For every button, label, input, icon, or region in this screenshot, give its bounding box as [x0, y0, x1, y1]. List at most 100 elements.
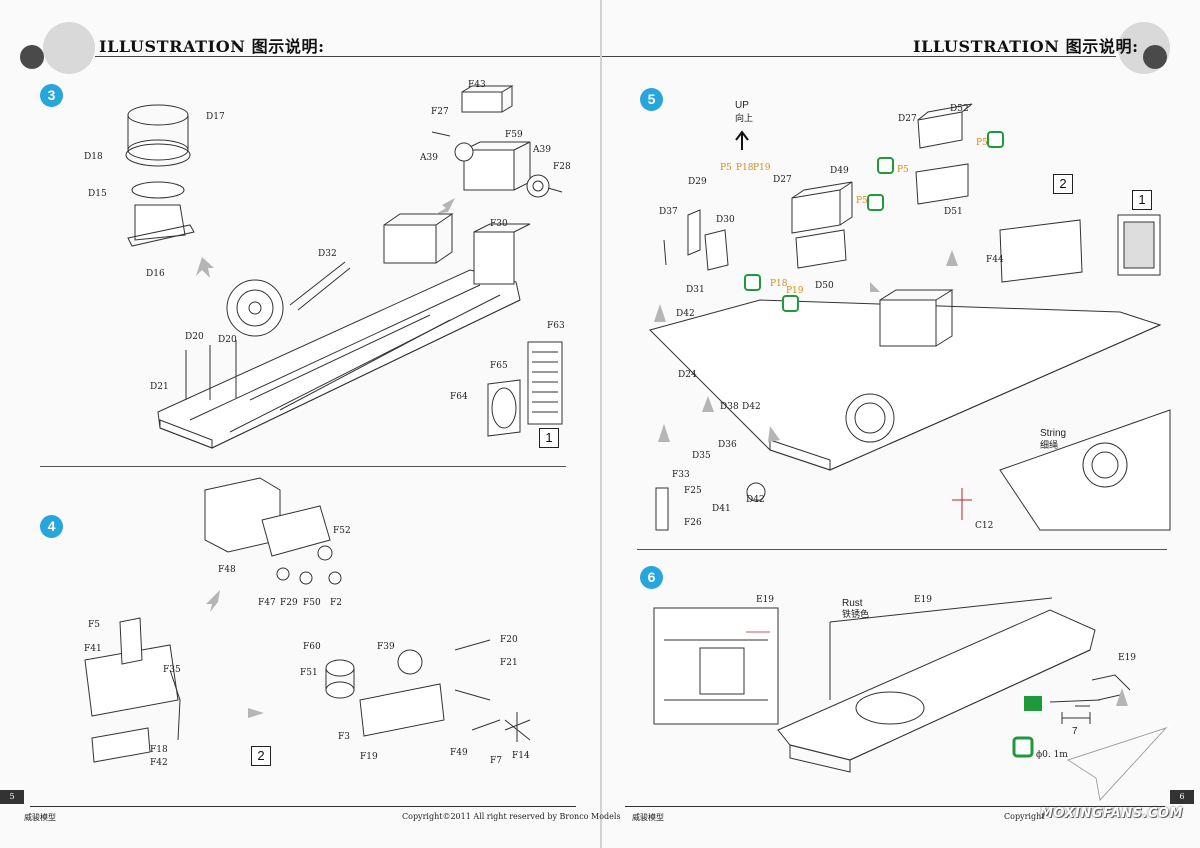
step3-turret-ring-assembly	[125, 104, 195, 247]
part-P5-c: P5	[856, 196, 868, 206]
step6-chassis-frame	[777, 597, 1131, 773]
label-F29: F29	[280, 598, 298, 608]
part-P5-d: P5	[976, 138, 988, 148]
label-C12: C12	[975, 521, 993, 531]
step3-chassis-frame	[157, 213, 531, 449]
step3-engine-assembly	[431, 85, 563, 198]
step-badge-5: 5	[640, 88, 663, 111]
page-number-right: 6	[1170, 790, 1194, 804]
up-arrow-icon	[735, 130, 749, 150]
step5-chassis-frame	[649, 214, 1162, 471]
footer-brand-right: 威骏模型	[632, 813, 664, 822]
label-A39-b: A39	[532, 145, 551, 155]
label-A39-a: A39	[419, 153, 438, 163]
step4-fan-assembly	[325, 639, 531, 742]
header-rule-right	[602, 56, 1116, 57]
step3-radiator-assembly	[487, 341, 563, 437]
footer-rule-left	[30, 806, 576, 807]
label-D27-b: D27	[773, 175, 792, 185]
label-string-cn: 细绳	[1040, 439, 1058, 451]
part-P18-a: P18	[736, 163, 754, 173]
label-up-cn: 向上	[735, 112, 753, 124]
subassembly-box-1-right: 1	[1132, 190, 1152, 210]
label-F14: F14	[512, 751, 530, 761]
label-rust-cn: 铁锈色	[842, 608, 869, 620]
step4-labels: F52 F48 F47 F29 F50 F2 F5 F41 F35 F18 F4…	[84, 526, 530, 768]
label-D42-c: D42	[746, 495, 765, 505]
label-F39: F39	[377, 642, 395, 652]
label-F52: F52	[333, 526, 351, 536]
label-D18: D18	[84, 152, 103, 162]
page-number-left: 5	[0, 790, 24, 804]
step4-gearbox-assembly	[204, 477, 342, 585]
section-divider-right	[637, 549, 1167, 550]
label-D50: D50	[815, 281, 834, 291]
label-F30: F30	[490, 219, 508, 229]
label-F18: F18	[150, 745, 168, 755]
label-D51: D51	[944, 207, 963, 217]
label-D21: D21	[150, 382, 169, 392]
header-circle-dark-right	[1143, 45, 1167, 69]
subassembly-box-2-left: 2	[251, 746, 271, 766]
paint-markers	[744, 131, 1042, 758]
step5-string-detail	[952, 409, 1171, 531]
label-F20: F20	[500, 635, 518, 645]
label-phi: ϕ0. 1m	[1036, 750, 1068, 760]
label-F43: F43	[468, 80, 486, 90]
label-F64: F64	[450, 392, 468, 402]
label-string-en: String	[1040, 428, 1066, 439]
label-D49: D49	[830, 166, 849, 176]
label-F28: F28	[553, 162, 571, 172]
label-D37: D37	[659, 207, 678, 217]
part-P5-b: P5	[897, 165, 909, 175]
label-F7: F7	[490, 756, 502, 766]
part-P19-b: P19	[786, 286, 804, 296]
label-F27: F27	[431, 107, 449, 117]
label-D24: D24	[678, 370, 697, 380]
part-P19-a: P19	[753, 163, 771, 173]
step5-labels: UP 向上 P5 P18 P19 P5 P5 P5 P18 P19 D27 D5…	[659, 100, 1066, 531]
footer-brand-left: 威骏模型	[24, 813, 56, 822]
label-rust-en: Rust	[842, 598, 863, 609]
label-E19-b: E19	[914, 595, 932, 605]
label-F26: F26	[684, 518, 702, 528]
part-P5-a: P5	[720, 163, 732, 173]
label-F33: F33	[672, 470, 690, 480]
label-D31: D31	[686, 285, 705, 295]
label-D32: D32	[318, 249, 337, 259]
label-F21: F21	[500, 658, 518, 668]
assembly-arrows	[196, 198, 1128, 718]
header-title-right: ILLUSTRATION 图示说明:	[913, 37, 1139, 56]
header-title-left: ILLUSTRATION 图示说明:	[99, 37, 325, 56]
label-D30: D30	[716, 215, 735, 225]
label-F48: F48	[218, 565, 236, 575]
label-D42-b: D42	[742, 402, 761, 412]
section-divider-left	[40, 466, 566, 467]
label-F65: F65	[490, 361, 508, 371]
label-F60: F60	[303, 642, 321, 652]
label-F51: F51	[300, 668, 318, 678]
subassembly-box-2-right: 2	[1053, 174, 1073, 194]
label-D29: D29	[688, 177, 707, 187]
label-D41: D41	[712, 504, 731, 514]
step5-stowage-boxes	[791, 103, 973, 269]
label-F3: F3	[338, 732, 350, 742]
label-up-en: UP	[735, 100, 749, 111]
step6-detail-inset	[653, 607, 779, 725]
label-F59: F59	[505, 130, 523, 140]
label-D36: D36	[718, 440, 737, 450]
step3-labels: F43 D17 F27 F59 A39 A39 F28 D18 D15 D16 …	[84, 80, 571, 402]
subassembly-box-1-left: 1	[539, 428, 559, 448]
label-E19-c: E19	[1118, 653, 1136, 663]
footer-copyright-left: Copyright©2011 All right reserved by Bro…	[402, 812, 621, 821]
label-F42: F42	[150, 758, 168, 768]
label-D27-a: D27	[898, 114, 917, 124]
label-F2: F2	[330, 598, 342, 608]
step5-small-brackets	[655, 209, 766, 531]
label-F41: F41	[84, 644, 102, 654]
label-F44: F44	[986, 255, 1004, 265]
label-F19: F19	[360, 752, 378, 762]
footer-copyright-right: Copyright	[1004, 812, 1045, 821]
label-D20-a: D20	[185, 332, 204, 342]
